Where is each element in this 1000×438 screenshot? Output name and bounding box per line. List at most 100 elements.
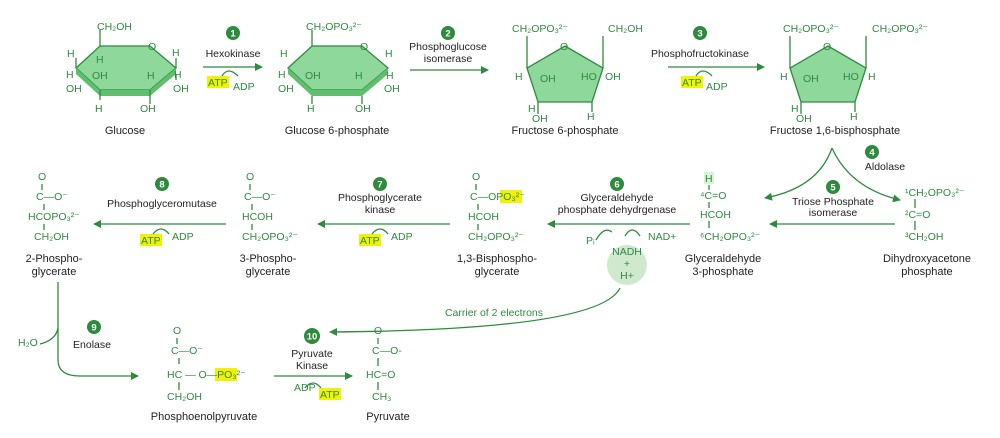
dhap-line3: ³CH₂OH: [905, 231, 944, 243]
dhap-label-line2: phosphate: [901, 266, 952, 278]
step-6-nad: NAD+: [648, 231, 676, 243]
pep-structure: O C—O⁻ HC — O—PO₃²⁻ CH₂OH: [167, 325, 246, 403]
glucose-atom-oh: OH: [66, 83, 82, 95]
glucose-atom-h: H: [172, 47, 180, 59]
dhap-line1: ¹CH₂OPO₃²⁻: [905, 187, 965, 199]
f6p-ch2oh: CH₂OH: [608, 23, 643, 35]
step-4-arrow-right: [831, 147, 901, 203]
g6p-atom-oh: OH: [305, 70, 321, 82]
f6p-ring-o: O: [560, 41, 568, 53]
g6p-atom-oh: OH: [278, 83, 294, 95]
g3p-line1: ⁴C=O: [700, 190, 726, 202]
pep-line3: CH₂OH: [167, 391, 202, 403]
step-3-badge: [693, 26, 707, 40]
step-3-adp: ADP: [706, 81, 728, 93]
step-8-badge: [155, 177, 169, 191]
step-6-pi: Pᵢ: [586, 235, 595, 247]
step-7-atp-highlight: [359, 234, 381, 246]
step-3-atp: ATP: [682, 77, 702, 89]
f6p-label: Fructose 6-phosphate: [511, 125, 618, 137]
pyruvate-label: Pyruvate: [366, 411, 409, 423]
step-9-number: 9: [91, 323, 96, 334]
f6p-atom-oh: OH: [532, 113, 548, 125]
dhap-label-line1: Dihydroxyacetone: [883, 253, 971, 265]
glucose-atom-h: H: [95, 103, 103, 115]
fbp-atom-ho: HO: [843, 71, 859, 83]
glucose-atom-oh: OH: [92, 70, 108, 82]
pyr-line3: CH₃: [372, 391, 391, 403]
g6p-atom-oh: OH: [355, 103, 371, 115]
g3p-h-highlight: [704, 172, 714, 184]
bpg-line1: C—OPO₃²⁻: [470, 191, 525, 203]
step-7-adp: ADP: [391, 231, 413, 243]
carrier-label: Carrier of 2 electrons: [445, 307, 543, 319]
step-10-atp-highlight: [319, 388, 341, 400]
3pg-line0: O: [246, 171, 254, 183]
fbp-atom-h: H: [850, 111, 858, 123]
step-5-enzyme-line1: Triose Phosphate: [792, 196, 874, 208]
2pg-line3: CH₂OH: [34, 231, 69, 243]
2pg-structure: O C—O⁻ HCOPO₃²⁻ CH₂OH: [28, 171, 80, 243]
bpg-po3-highlight: [500, 190, 522, 203]
step-7-enzyme-line2: kinase: [365, 204, 396, 216]
glucose-structure: CH₂OH O H H H H OH H H OH OH H OH: [66, 21, 189, 115]
step-1-number: 1: [230, 29, 236, 40]
step-6-badge: [610, 177, 624, 191]
dhap-line2: ²C=O: [905, 209, 930, 221]
step-6-enzyme-line2: phosphate dehydrgenase: [558, 204, 677, 216]
glucose-atom-h: H: [67, 48, 75, 60]
f6p-atom-ho: HO: [581, 71, 597, 83]
step-3-number: 3: [697, 29, 702, 40]
f6p-atom-h: H: [587, 111, 595, 123]
step-1-atp-highlight: [207, 76, 229, 88]
step-4-badge: [865, 145, 879, 159]
glucose-6-phosphate-structure: CH₂OPO₃²⁻ O H H OH H H H OH OH H OH: [278, 21, 400, 115]
g6p-ring-o: O: [360, 41, 368, 53]
glucose-atom-oh: OH: [140, 103, 156, 115]
step-4-arrow-left: [764, 147, 833, 201]
glucose-ch2oh: CH₂OH: [97, 21, 132, 33]
g3p-line3: ⁶CH₂OPO₃²⁻: [700, 231, 761, 243]
g6p-atom-h: H: [280, 48, 288, 60]
g6p-atom-h: H: [355, 70, 363, 82]
glucose-atom-oh: OH: [173, 83, 189, 95]
pep-line2: HC — O—PO₃²⁻: [167, 369, 246, 381]
step-1-atp: ATP: [208, 77, 228, 89]
fructose-1-6-bisphosphate-structure: CH₂OPO₃²⁻ CH₂OPO₃²⁻ O H OH HO H H OH H: [780, 23, 928, 125]
glucose-atom-h: H: [66, 69, 74, 81]
pep-label: Phosphoenolpyruvate: [151, 411, 257, 423]
step-4-enzyme: Aldolase: [865, 161, 905, 173]
step-6-hplus: H+: [620, 270, 634, 282]
step-8-number: 8: [159, 180, 164, 191]
step-2-enzyme-line2: isomerase: [424, 53, 473, 65]
bpg-line0: O: [472, 171, 480, 183]
step-2-enzyme-line1: Phosphoglucose: [409, 41, 487, 53]
step-10-atp: ATP: [320, 389, 340, 401]
fructose-6-phosphate-structure: CH₂OPO₃²⁻ CH₂OH O H OH HO OH H OH H: [512, 23, 643, 125]
g6p-label: Glucose 6-phosphate: [285, 125, 390, 137]
glucose-atom-h: H: [147, 70, 155, 82]
3pg-label-line2: glycerate: [246, 266, 291, 278]
fbp-ring-o: O: [823, 41, 831, 53]
pyr-line1: C—O-: [372, 345, 402, 357]
f6p-atom-oh: OH: [540, 73, 556, 85]
step-2-number: 2: [445, 29, 450, 40]
2pg-line2: HCOPO₃²⁻: [28, 211, 80, 223]
step-1-enzyme: Hexokinase: [206, 48, 261, 60]
g6p-atom-h: H: [307, 103, 315, 115]
2pg-line0: O: [38, 171, 46, 183]
fbp-atom-oh: OH: [803, 73, 819, 85]
carrier-arrow: [329, 287, 621, 336]
step-1-badge: [226, 26, 240, 40]
g3p-line0: H: [705, 173, 713, 185]
step-5-enzyme-line2: isomerase: [809, 207, 858, 219]
dhap-structure: ¹CH₂OPO₃²⁻ ²C=O ³CH₂OH: [905, 187, 965, 243]
fbp-atom-h: H: [791, 103, 799, 115]
3pg-structure: O C—O⁻ HCOH CH₂OPO₃²⁻: [242, 171, 298, 243]
step-7-badge: [373, 177, 387, 191]
3pg-line3: CH₂OPO₃²⁻: [242, 231, 298, 243]
g6p-atom-h: H: [278, 69, 286, 81]
f6p-atom-oh: OH: [605, 71, 621, 83]
step-1-adp: ADP: [233, 81, 255, 93]
